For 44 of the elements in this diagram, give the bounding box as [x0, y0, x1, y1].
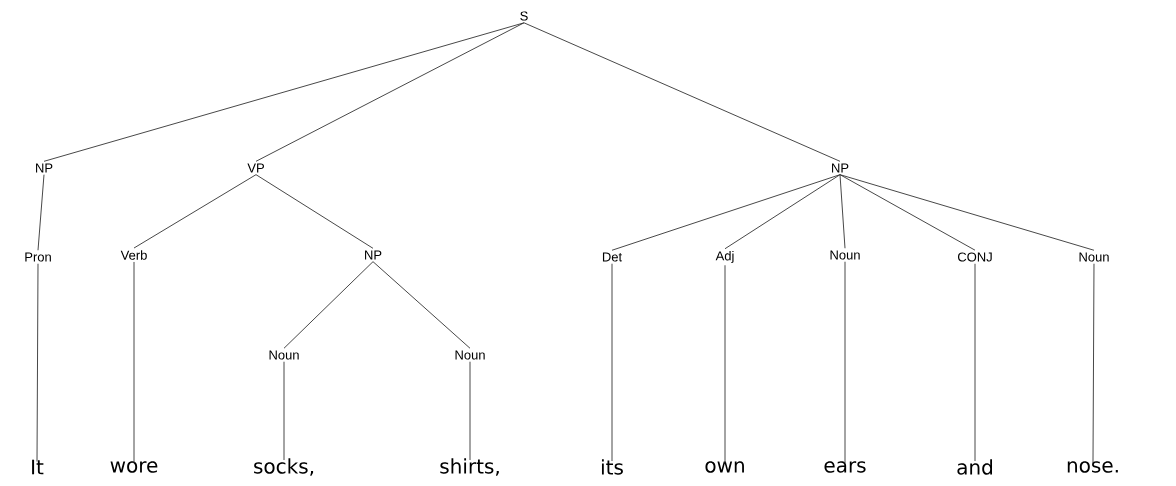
category-label: Noun — [269, 350, 299, 360]
tree-branch — [839, 174, 846, 249]
tree-branch — [523, 22, 841, 162]
word-link — [133, 261, 135, 464]
tree-branch — [37, 174, 45, 251]
word-link — [724, 264, 726, 464]
word-link — [611, 263, 613, 462]
sentence-word: socks, — [254, 458, 314, 476]
category-label: Pron — [25, 252, 51, 262]
word-link — [1092, 263, 1095, 464]
word-link — [844, 261, 846, 464]
category-label: Noun — [455, 350, 485, 360]
tree-branch — [724, 174, 841, 250]
tree-branch — [255, 22, 525, 162]
word-link — [469, 361, 471, 461]
word-link — [283, 361, 285, 461]
sentence-word: and — [957, 459, 992, 475]
word-link — [36, 263, 39, 462]
sentence-word: nose. — [1067, 461, 1118, 473]
category-label: S — [520, 11, 528, 21]
tree-branch — [839, 174, 976, 251]
category-label: Verb — [120, 250, 147, 260]
category-label: Det — [602, 252, 622, 262]
sentence-word: wore — [110, 461, 158, 473]
word-link — [974, 263, 976, 462]
sentence-word: shirts, — [440, 458, 499, 476]
category-label: Adj — [715, 250, 734, 264]
tree-branch — [255, 174, 374, 249]
sentence-word: It — [32, 459, 44, 475]
tree-branch — [133, 174, 257, 249]
category-label: Noun — [1079, 252, 1109, 262]
category-label: CONJ — [957, 252, 992, 262]
category-label: VP — [247, 163, 264, 173]
sentence-word: own — [705, 461, 744, 473]
category-label: Noun — [830, 250, 860, 260]
tree-branch — [283, 261, 374, 349]
sentence-word: ears — [824, 461, 866, 473]
tree-branch — [372, 261, 471, 349]
category-label: NP — [832, 163, 849, 173]
category-label: NP — [36, 163, 53, 173]
tree-branch — [611, 174, 841, 251]
sentence-word: its — [602, 459, 623, 475]
tree-branch — [839, 174, 1095, 251]
category-label: NP — [365, 250, 382, 260]
